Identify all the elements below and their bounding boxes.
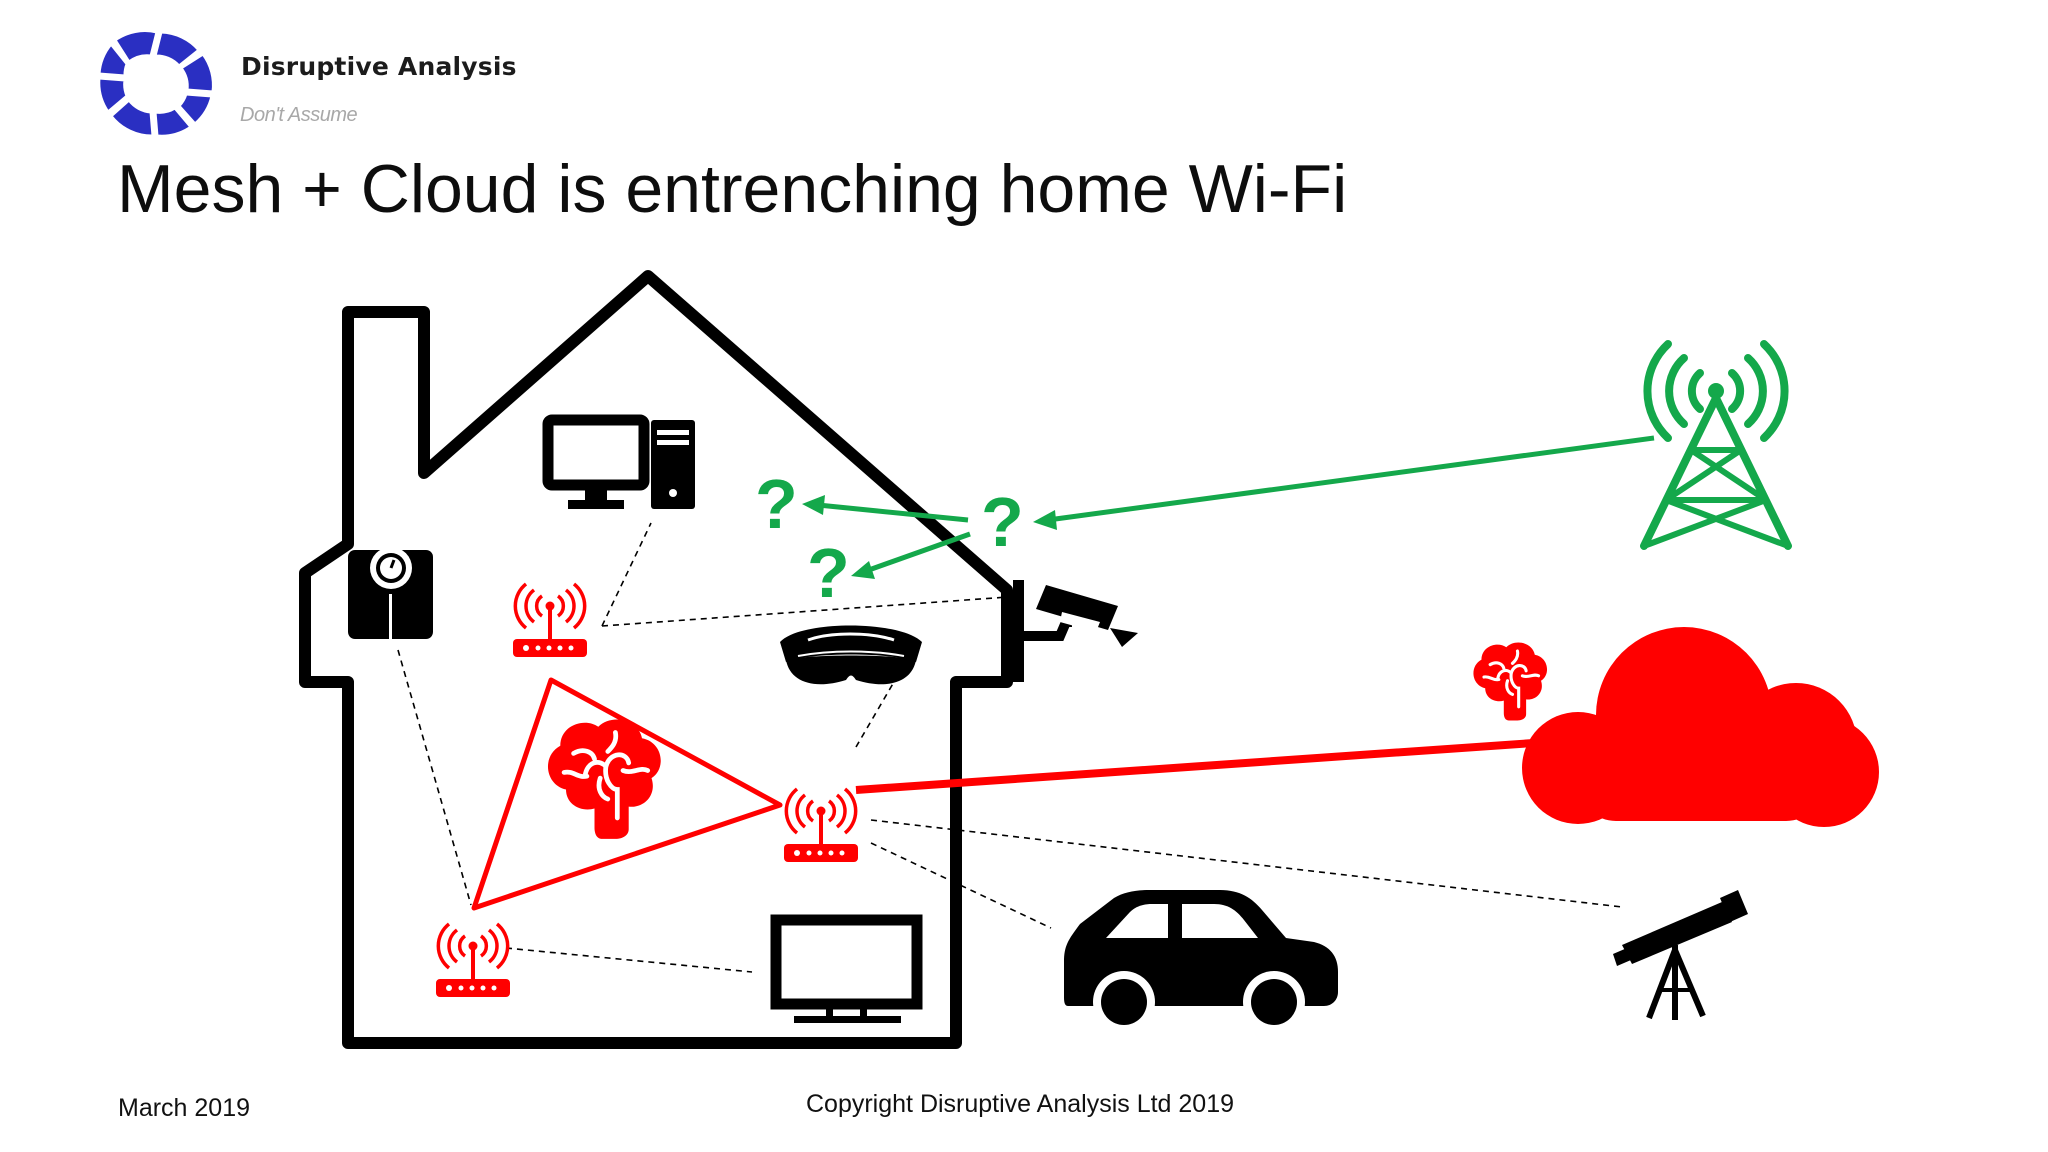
car-icon — [1064, 890, 1338, 1033]
question-mark-right: ? — [981, 483, 1024, 561]
slide-title: Mesh + Cloud is entrenching home Wi-Fi — [117, 151, 1348, 227]
vr-headset-icon — [780, 625, 922, 685]
question-mark-left: ? — [755, 465, 798, 543]
brand-tagline: Don't Assume — [240, 104, 358, 126]
wifi-router-upper-icon — [511, 582, 589, 659]
wifi-router-lower-icon — [434, 922, 512, 999]
telescope-icon — [1613, 890, 1748, 1020]
footer-copyright: Copyright Disruptive Analysis Ltd 2019 — [806, 1090, 1235, 1118]
security-camera-icon — [1013, 580, 1138, 682]
television-icon — [770, 914, 923, 1023]
cellular-arrows — [802, 435, 1655, 579]
cloud-icon — [1522, 627, 1879, 827]
cloud-link-line — [855, 738, 1549, 794]
disruptive-analysis-logo — [97, 29, 215, 138]
desktop-computer-icon — [542, 414, 695, 509]
cell-tower-icon — [1640, 340, 1792, 550]
question-mark-lower: ? — [807, 534, 850, 612]
brain-cloud-icon — [1471, 640, 1549, 722]
house-outline — [299, 270, 1013, 1049]
wifi-router-main-icon — [782, 787, 860, 864]
brain-local-icon — [548, 720, 661, 839]
bathroom-scale-icon — [348, 547, 433, 639]
footer-date: March 2019 — [118, 1094, 251, 1122]
brand-name: Disruptive Analysis — [241, 52, 517, 81]
wifi-connection-lines — [397, 522, 1623, 973]
mesh-triangle — [471, 677, 783, 911]
